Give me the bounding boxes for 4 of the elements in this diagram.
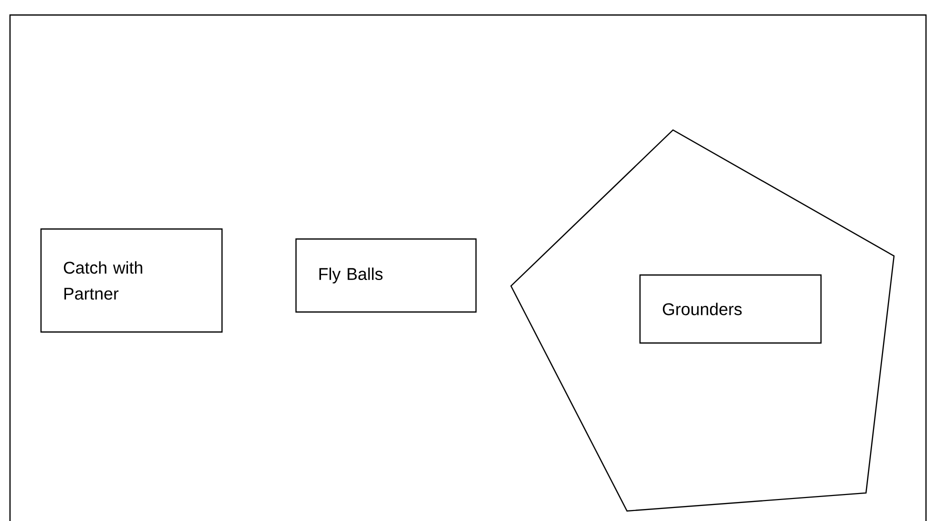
text-box: Catch with Partner <box>40 228 223 333</box>
pentagon <box>510 129 895 512</box>
text-box: Grounders <box>639 274 822 344</box>
text-box: Fly Balls <box>295 238 477 313</box>
